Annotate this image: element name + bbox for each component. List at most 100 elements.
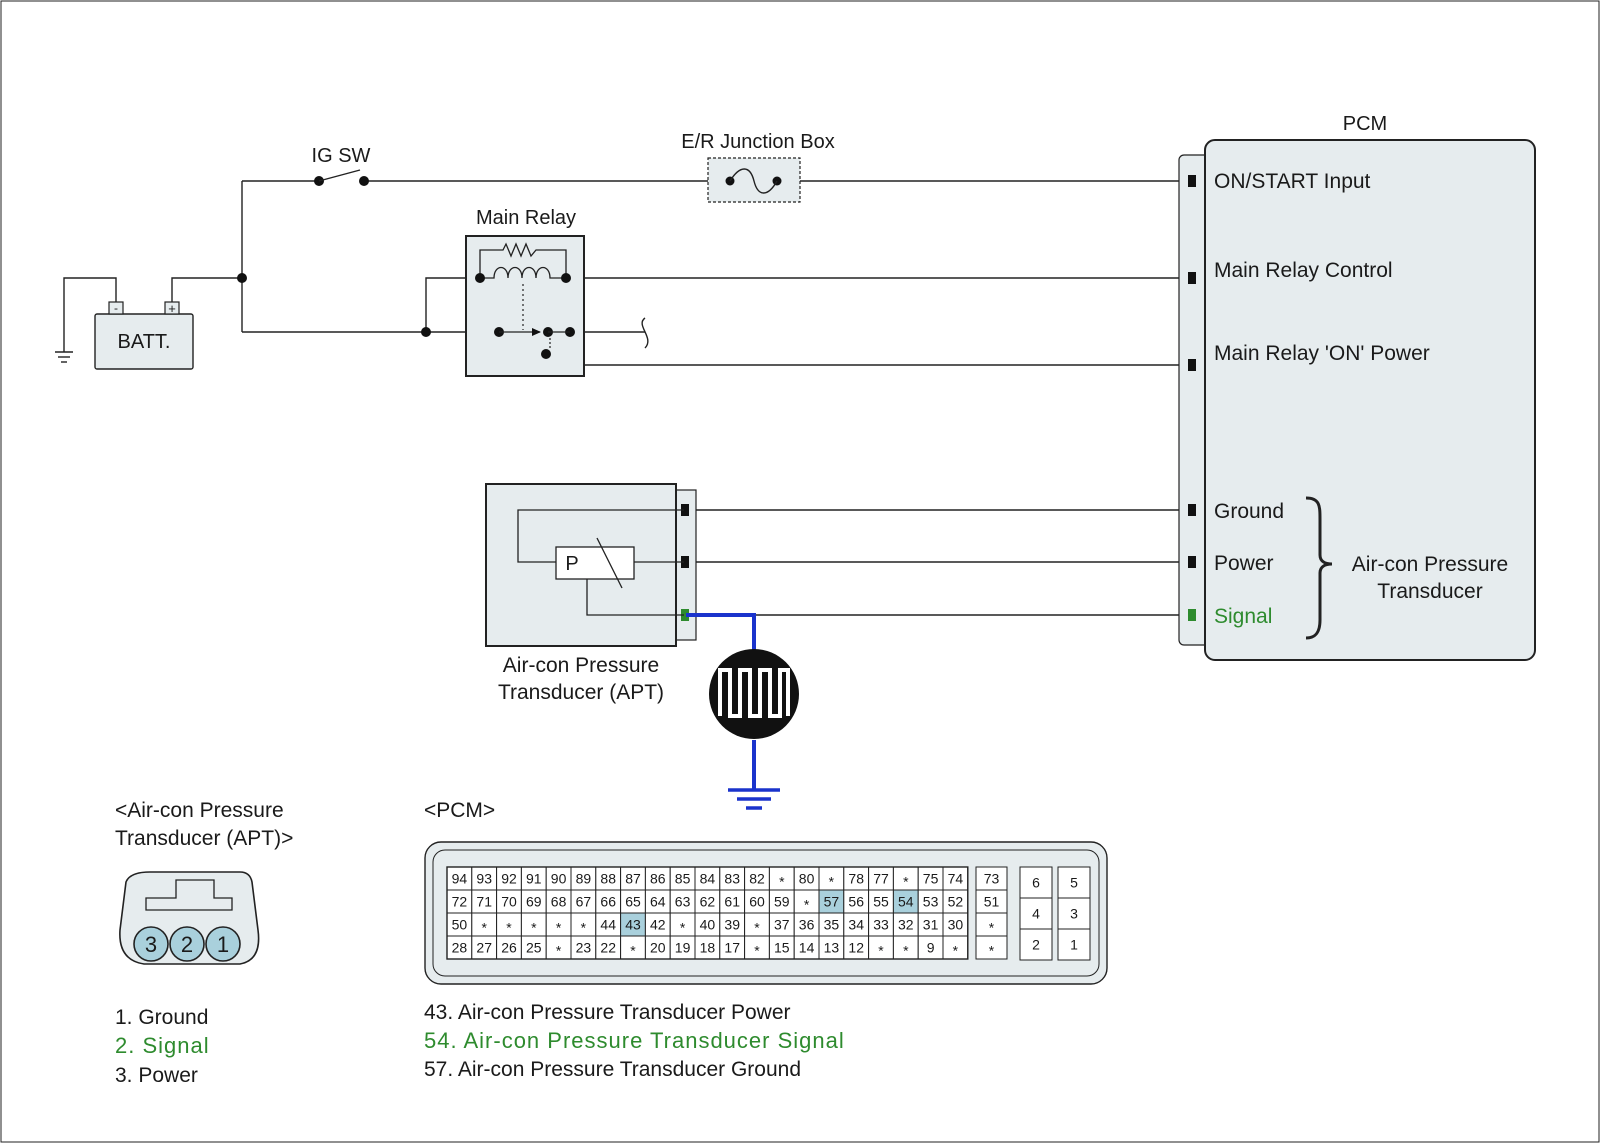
apt-p-label: P [565,553,578,575]
apt-group-label-2: Transducer [1377,580,1482,603]
pcm-input-signal: Signal [1214,605,1272,628]
pcm-pin-label: * [903,874,909,890]
apt-pin [133,926,169,962]
pcm-pin-label: 77 [873,871,889,887]
pcm-pin-label: 53 [923,894,939,910]
pcm-pin-label: 91 [526,871,542,887]
pcm-pin-label: * [581,920,587,936]
pcm-pin-label: 14 [799,940,815,956]
pcm-pin-label: 43 [625,917,641,933]
pcm-pin-cell [975,935,1008,960]
main-relay: Main Relay [465,207,585,377]
pcm-pin-label: 20 [650,940,666,956]
pcm-pin-label: 22 [600,940,616,956]
pcm-input-main-relay-on-power: Main Relay 'ON' Power [1214,342,1430,365]
pcm-connector-title: <PCM> [424,799,495,822]
pcm-pin-label: 37 [774,917,790,933]
pcm-pin-label: 32 [898,917,914,933]
apt-pin-label: 3 [145,932,157,957]
pcm-legend-54: 54. Air-con Pressure Transducer Signal [424,1028,845,1053]
pcm-pin-label: 44 [600,917,616,933]
pcm-pin-label: 6 [1032,875,1040,891]
pcm-pin-label: * [481,920,487,936]
battery-plus: + [168,301,176,316]
pcm-pin-label: 78 [848,871,864,887]
pcm-pin-label: 27 [476,940,492,956]
fuse-icon [729,168,778,194]
pcm-pin-label: 50 [452,917,468,933]
battery-minus: - [114,301,118,315]
pcm-pin-label: 90 [551,871,567,887]
pcm-pin-label: 64 [650,894,666,910]
ignition-switch: IG SW [312,145,371,186]
pcm-pin-label: 67 [576,894,592,910]
pcm-pin-label: * [680,920,686,936]
apt-connector-title-1: <Air-con Pressure [115,799,284,822]
pcm-pin-label: * [556,920,562,936]
pcm-pin-label: 92 [501,871,517,887]
pcm-pin-label: 75 [923,871,939,887]
pcm-pin-label: 4 [1032,906,1040,922]
pcm-pin-label: * [989,920,995,936]
pcm-pin-label: 60 [749,894,765,910]
pcm-pin-label: 55 [873,894,889,910]
pcm-pin-label: 42 [650,917,666,933]
pcm-pin-label: 17 [724,940,740,956]
pcm-pin-label: 15 [774,940,790,956]
pcm-pin-label: 52 [948,894,964,910]
pcm-pin-label: * [989,943,995,959]
pcm-pin-label: 66 [600,894,616,910]
square-wave-icon [718,668,790,718]
pcm-pin-label: 40 [700,917,716,933]
apt-pin-label: 2 [181,932,193,957]
pcm-pin-label: 87 [625,871,641,887]
battery-label: BATT. [118,331,171,353]
pcm-pin-label: 83 [724,871,740,887]
pcm-pin-label: 70 [501,894,517,910]
apt-legend-3: 3. Power [115,1064,198,1087]
pcm-pin-label: 51 [984,894,1000,910]
junction-dots [237,273,431,337]
pcm-pin-cell [1019,928,1053,961]
pcm-pin-label: * [630,943,636,959]
pcm-pin-label: 62 [700,894,716,910]
junction-box-label: E/R Junction Box [681,131,834,153]
pcm-pin-cell [1057,897,1091,930]
pcm-pin-cell [1019,897,1053,930]
pcm-pin-label: 30 [948,917,964,933]
pcm-pin-label: 31 [923,917,939,933]
apt-legend-1: 1. Ground [115,1006,208,1029]
pcm-pin-label: 1 [1070,937,1078,953]
pcm-legend-43: 43. Air-con Pressure Transducer Power [424,1001,791,1024]
pcm-pin-label: * [754,920,760,936]
apt-pin-label: 1 [217,932,229,957]
apt-pin [205,926,241,962]
pcm-pin-label: 35 [824,917,840,933]
pcm-pin-label: * [556,943,562,959]
pcm-pin-label: 26 [501,940,517,956]
pcm-pin-label: * [903,943,909,959]
pcm-module: PCM ON/START Input Main Relay Control Ma… [1178,113,1536,661]
pcm-pin-label: * [531,920,537,936]
pcm-pin-label: 71 [476,894,492,910]
pcm-pin-label: 69 [526,894,542,910]
pcm-pin-label: 23 [576,940,592,956]
pcm-input-power: Power [1214,552,1274,575]
pcm-pin-label: 61 [724,894,740,910]
pcm-pin-label: 85 [675,871,691,887]
pcm-pin-label: 56 [848,894,864,910]
pcm-pin-label: 82 [749,871,765,887]
pcm-pin-label: 88 [600,871,616,887]
pcm-pin-label: * [779,874,785,890]
pcm-pin-label: * [953,943,959,959]
pcm-pin-cell [1057,928,1091,961]
pcm-pin-label: 25 [526,940,542,956]
pcm-pin-label: 39 [724,917,740,933]
junction-box: E/R Junction Box [681,131,835,203]
pcm-pin-label: 34 [848,917,864,933]
